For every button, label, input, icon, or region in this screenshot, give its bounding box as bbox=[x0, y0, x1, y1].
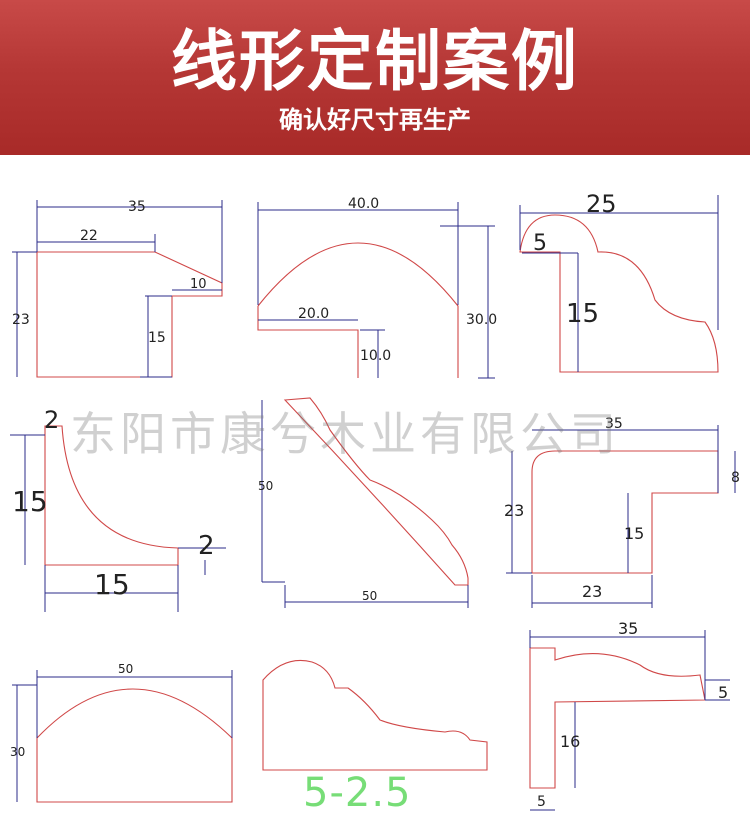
dim-text: 35 bbox=[618, 619, 638, 638]
dim-text: 16 bbox=[560, 732, 580, 751]
page-subtitle: 确认好尺寸再生产 bbox=[279, 106, 471, 134]
profile-2: 40.0 20.0 30.0 10.0 bbox=[257, 196, 497, 379]
dim-text: 15 bbox=[624, 524, 644, 543]
profile-3: 25 5 15 bbox=[519, 190, 719, 373]
dim-text: 50 bbox=[362, 589, 377, 603]
profile-7: 50 30 bbox=[10, 662, 233, 803]
drawings-canvas: 35 22 10 23 15 40.0 20.0 30.0 10.0 25 5 … bbox=[10, 190, 740, 811]
dim-text: 22 bbox=[80, 228, 98, 244]
dim-text: 35 bbox=[605, 416, 623, 432]
dim-text: 10 bbox=[190, 277, 207, 292]
dim-text: 5 bbox=[537, 794, 546, 810]
dim-text: 8 bbox=[731, 470, 740, 486]
dim-text: 15 bbox=[94, 568, 130, 601]
dim-text: 23 bbox=[12, 312, 30, 328]
profile-1: 35 22 10 23 15 bbox=[12, 199, 223, 378]
dim-text: 23 bbox=[504, 501, 524, 520]
dim-text: 15 bbox=[12, 485, 48, 518]
profile-4: 2 15 2 15 bbox=[10, 406, 226, 612]
page-title: 线形定制案例 bbox=[171, 23, 579, 100]
dim-text: 35 bbox=[128, 199, 146, 215]
dim-text: 20.0 bbox=[298, 306, 329, 322]
profile-8 bbox=[262, 659, 488, 771]
dim-text: 15 bbox=[148, 330, 166, 346]
profile-6: 35 8 23 15 23 bbox=[504, 416, 740, 608]
profile-label: 5-2.5 bbox=[303, 770, 412, 816]
dim-text: 50 bbox=[118, 662, 133, 676]
dim-text: 30.0 bbox=[466, 312, 497, 328]
dim-text: 25 bbox=[586, 190, 617, 218]
profile-9: 35 5 16 5 bbox=[529, 619, 730, 811]
dim-text: 2 bbox=[44, 406, 59, 434]
dim-text: 5 bbox=[533, 231, 547, 256]
dim-text: 23 bbox=[582, 582, 602, 601]
company-watermark: 东阳市康兮木业有限公司 bbox=[70, 407, 620, 461]
header-banner: 线形定制案例 确认好尺寸再生产 bbox=[0, 0, 750, 155]
dim-text: 10.0 bbox=[360, 348, 391, 364]
dim-text: 30 bbox=[10, 745, 25, 759]
dim-text: 50 bbox=[258, 479, 273, 493]
dim-text: 40.0 bbox=[348, 196, 379, 212]
dim-text: 2 bbox=[198, 531, 215, 561]
profile-5: 50 50 bbox=[258, 397, 469, 608]
dim-text: 5 bbox=[718, 683, 728, 702]
dim-text: 15 bbox=[566, 299, 599, 329]
